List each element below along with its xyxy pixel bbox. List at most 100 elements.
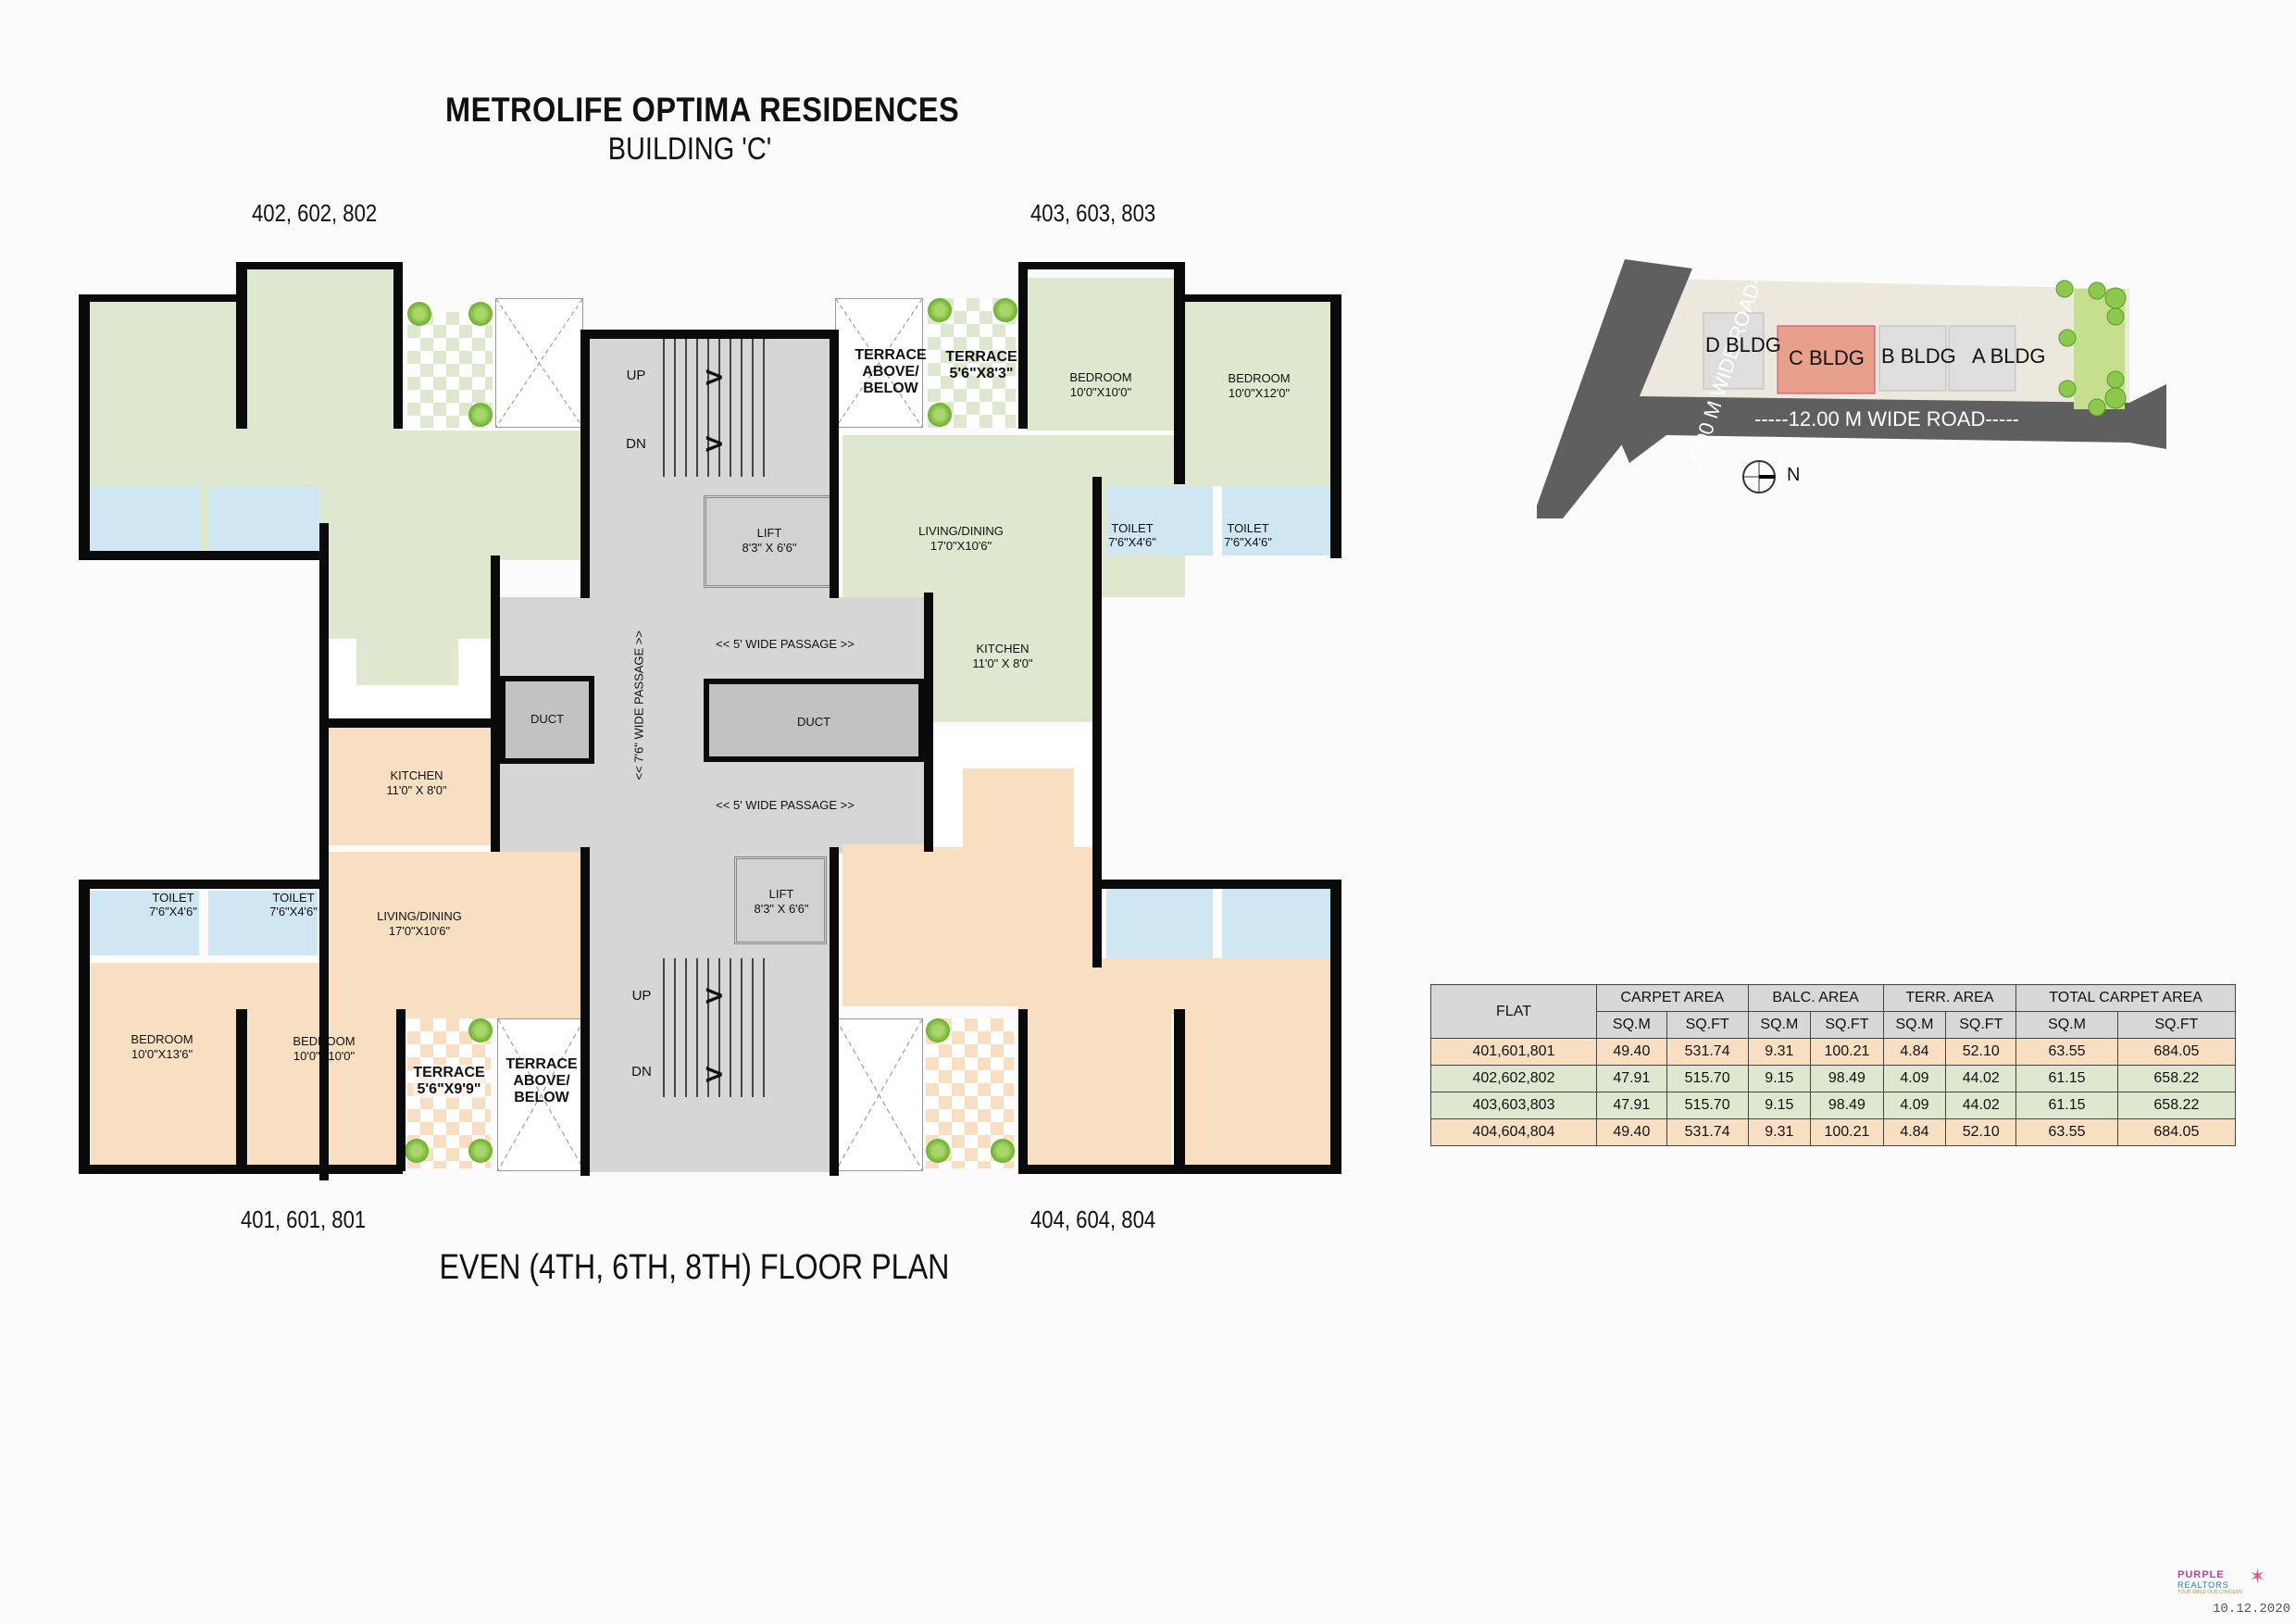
flat-402-toilet-2 xyxy=(208,486,319,556)
north-label: N xyxy=(1787,465,1801,485)
flat-404-kitchen-floor xyxy=(963,768,1074,852)
plant-icon xyxy=(468,302,493,326)
passage-vertical-label: << 7'6" WIDE PASSAGE >> xyxy=(631,630,646,780)
stairs-top xyxy=(663,338,765,477)
cell: 98.49 xyxy=(1810,1092,1884,1119)
plant-icon xyxy=(926,1018,950,1042)
flat-401-toilet-1: TOILET 7'6"X4'6" xyxy=(88,891,199,955)
room-name: LIVING/DINING xyxy=(918,524,1004,538)
cell: 9.31 xyxy=(1747,1118,1812,1146)
stairs-top-dn: DN xyxy=(626,436,646,452)
sub-sqm: SQ.M xyxy=(1882,1011,1947,1039)
cell: 52.10 xyxy=(1945,1038,2017,1066)
room-name: BEDROOM xyxy=(131,1032,193,1046)
sub-sqm: SQ.M xyxy=(1747,1011,1812,1039)
passage-bottom-label: << 5' WIDE PASSAGE >> xyxy=(716,798,855,812)
road-horizontal-label: -----12.00 M WIDE ROAD----- xyxy=(1754,407,2019,431)
cell: 4.09 xyxy=(1882,1092,1947,1119)
flat-403-toilet-2: TOILET 7'6"X4'6" xyxy=(1222,486,1333,556)
cell: 684.05 xyxy=(2116,1038,2237,1066)
cell: 61.15 xyxy=(2015,1092,2118,1119)
header-balc: BALC. AREA xyxy=(1747,984,1884,1012)
plant-icon xyxy=(468,1018,493,1042)
lift-bottom: LIFT 8'3" X 6'6" xyxy=(734,856,827,944)
room-size: 7'6"X4'6" xyxy=(1108,535,1156,549)
duct-small-label: DUCT xyxy=(530,712,565,726)
room-name: TOILET xyxy=(1111,521,1154,535)
stairs-bottom-dn: DN xyxy=(631,1064,652,1080)
logo-tagline: YOUR SMILE OUR CONCERN xyxy=(2177,1590,2243,1595)
sub-sqft: SQ.FT xyxy=(1666,1011,1749,1039)
flat-402-terrace-above-below xyxy=(495,298,583,428)
unit-label-bottom-left: 401, 601, 801 xyxy=(241,1205,367,1233)
lift-top-size: 8'3" X 6'6" xyxy=(742,541,797,555)
plant-icon xyxy=(405,1139,429,1163)
plant-icon xyxy=(926,1139,950,1163)
logo-line1: PURPLE xyxy=(2177,1569,2225,1580)
cell: 63.55 xyxy=(2015,1118,2118,1146)
unit-label-bottom-right: 404, 604, 804 xyxy=(1030,1205,1156,1233)
flat-402-bedroom-b xyxy=(243,268,400,431)
room-name: BEDROOM xyxy=(1228,371,1291,385)
floor-plan: UP DN UP DN > > > > LIFT 8'3" X 6'6" LIF… xyxy=(0,0,1352,1185)
room-name: BEDROOM xyxy=(1069,370,1132,384)
flat-403-toilet-1: TOILET 7'6"X4'6" xyxy=(1106,486,1213,556)
cell: 658.22 xyxy=(2116,1092,2237,1119)
building-d: D BLDG xyxy=(1705,333,1781,356)
flat-404-toilet-2 xyxy=(1222,889,1333,958)
cell: 100.21 xyxy=(1810,1038,1884,1066)
cell-flat: 402,602,802 xyxy=(1430,1065,1597,1092)
room-size: 7'6"X4'6" xyxy=(149,905,197,918)
flat-401-toilet-2: TOILET 7'6"X4'6" xyxy=(208,891,318,955)
cell: 9.31 xyxy=(1747,1038,1812,1066)
site-plan-graphic xyxy=(1532,259,2166,518)
logo-line2: REALTORS xyxy=(2177,1580,2229,1590)
star-logo-icon: ✶ xyxy=(2250,1566,2265,1589)
flat-402-toilet-1 xyxy=(88,486,199,556)
duct-small: DUCT xyxy=(500,676,594,764)
lift-top: LIFT 8'3" X 6'6" xyxy=(704,495,833,588)
plant-icon xyxy=(928,298,952,322)
cell: 49.40 xyxy=(1596,1118,1667,1146)
flat-404-bedroom-1 xyxy=(1028,1014,1171,1171)
plant-icon xyxy=(468,403,493,427)
cell: 531.74 xyxy=(1666,1038,1749,1066)
sub-sqft: SQ.FT xyxy=(2116,1011,2237,1039)
stair-arrow-icon: > xyxy=(704,980,725,1012)
cell: 47.91 xyxy=(1596,1065,1667,1092)
duct-large-label: DUCT xyxy=(796,715,831,729)
cell: 515.70 xyxy=(1666,1092,1749,1119)
plant-icon xyxy=(928,403,952,427)
stairs-bottom xyxy=(663,958,765,1097)
cell: 49.40 xyxy=(1596,1038,1667,1066)
lift-bottom-name: LIFT xyxy=(768,887,794,901)
stairs-top-up: UP xyxy=(626,368,646,383)
flat-402-kitchen-floor xyxy=(356,602,458,685)
stair-arrow-icon: > xyxy=(704,361,725,393)
room-size: 10'0"X13'6" xyxy=(131,1047,193,1061)
project-title: METROLIFE OPTIMA RESIDENCES xyxy=(445,91,960,129)
cell: 44.02 xyxy=(1945,1065,2017,1092)
room-size: 11'0" X 8'0" xyxy=(972,656,1033,670)
stairs-bottom-up: UP xyxy=(631,988,652,1004)
purple-realtors-logo: PURPLE REALTORS YOUR SMILE OUR CONCERN ✶ xyxy=(2177,1566,2279,1595)
cell: 44.02 xyxy=(1945,1092,2017,1119)
lift-bottom-size: 8'3" X 6'6" xyxy=(754,902,809,916)
cell: 4.84 xyxy=(1882,1118,1947,1146)
sub-sqm: SQ.M xyxy=(1596,1011,1667,1039)
building-subtitle: BUILDING 'C' xyxy=(607,131,772,167)
passage-top-label: << 5' WIDE PASSAGE >> xyxy=(716,637,855,651)
flat-404-bedroom-2 xyxy=(1185,958,1333,1171)
flat-404-terrace-above-below xyxy=(835,1018,923,1171)
room-size: 7'6"X4'6" xyxy=(269,905,318,918)
cell: 52.10 xyxy=(1945,1118,2017,1146)
cell: 98.49 xyxy=(1810,1065,1884,1092)
